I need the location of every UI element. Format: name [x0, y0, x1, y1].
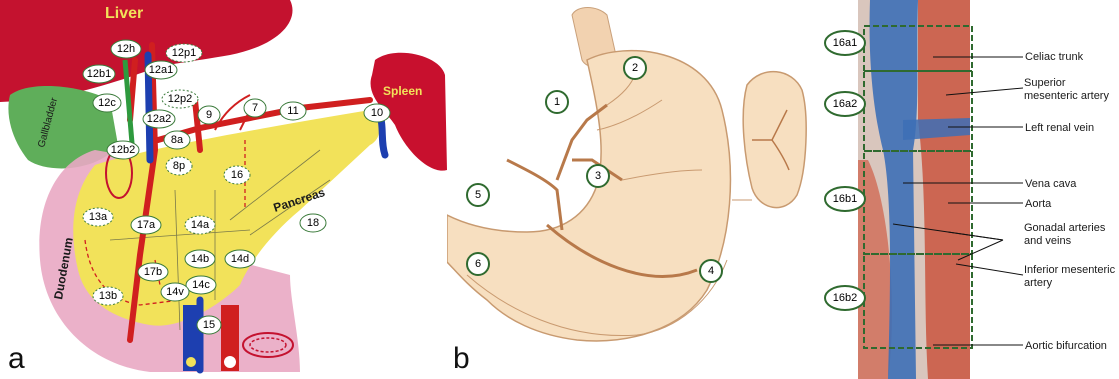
svg-text:17b: 17b [144, 266, 162, 278]
station-9: 9 [198, 106, 220, 124]
station-b-3: 3 [587, 165, 609, 187]
label-gonadal-arteries-veins: Gonadal arteries and veins [1024, 222, 1119, 248]
svg-text:14v: 14v [166, 286, 184, 298]
label-superior-mesenteric-artery: Superior mesenteric artery [1024, 77, 1119, 103]
station-10: 10 [364, 104, 390, 122]
station-b-6: 6 [467, 253, 489, 275]
station-14v: 14v [161, 283, 189, 301]
svg-text:2: 2 [632, 62, 638, 74]
station-b-2: 2 [624, 57, 646, 79]
svg-text:1: 1 [554, 96, 560, 108]
svg-text:12b2: 12b2 [111, 144, 135, 156]
station-12p2: 12p2 [162, 90, 198, 108]
svg-text:9: 9 [206, 109, 212, 121]
label-sma-wrap: Superior mesenteric artery [1024, 77, 1119, 111]
svg-text:13b: 13b [99, 290, 117, 302]
svg-text:16a1: 16a1 [833, 37, 857, 49]
station-17b: 17b [138, 263, 168, 281]
label-left-renal-vein: Left renal vein [1025, 122, 1094, 134]
label-inferior-mesenteric-artery: Inferior mesenteric artery [1024, 264, 1119, 290]
svg-text:14c: 14c [192, 279, 210, 291]
svg-text:17a: 17a [137, 219, 156, 231]
station-12p1: 12p1 [166, 44, 202, 62]
svg-text:3: 3 [595, 170, 601, 182]
svg-text:5: 5 [475, 189, 481, 201]
panel-b-letter: b [453, 342, 470, 375]
station-7: 7 [244, 99, 266, 117]
panel-a-pancreas-diagram: Liver Spleen Gallbladder Duodenum Pancre… [0, 0, 447, 379]
vessel-section-1 [185, 356, 197, 368]
label-aortic-bifurcation: Aortic bifurcation [1025, 340, 1107, 352]
svg-text:12a2: 12a2 [147, 113, 171, 125]
station-12b1: 12b1 [83, 65, 115, 83]
svg-text:12c: 12c [98, 97, 116, 109]
station-12a1: 12a1 [145, 61, 177, 79]
station-12b2: 12b2 [107, 141, 139, 159]
station-13a: 13a [83, 208, 113, 226]
station-8a: 8a [164, 131, 190, 149]
svg-text:8p: 8p [173, 160, 185, 172]
station-b-1: 1 [546, 91, 568, 113]
panel-b-svg: 1 2 3 4 5 6 b [447, 0, 807, 379]
station-12a2: 12a2 [143, 110, 175, 128]
station-16b2: 16b2 [825, 286, 865, 310]
svg-text:15: 15 [203, 319, 215, 331]
svg-text:16b1: 16b1 [833, 193, 857, 205]
svg-text:8a: 8a [171, 134, 184, 146]
svg-text:14a: 14a [191, 219, 210, 231]
station-12c: 12c [93, 94, 121, 112]
label-gonadal-wrap: Gonadal arteries and veins [1024, 222, 1119, 256]
station-15: 15 [197, 316, 221, 334]
station-14b: 14b [185, 250, 215, 268]
station-14d: 14d [225, 250, 255, 268]
svg-text:13a: 13a [89, 211, 108, 223]
station-8p: 8p [166, 157, 192, 175]
panel-a-letter: a [8, 342, 25, 375]
station-16a2: 16a2 [825, 92, 865, 116]
svg-text:12a1: 12a1 [149, 64, 173, 76]
panel-c-paraaortic-diagram: 16a1 16a2 16b1 16b2 Celiac trunk Superio… [808, 0, 1119, 379]
station-16: 16 [224, 166, 250, 184]
station-16b1: 16b1 [825, 187, 865, 211]
label-vena-cava: Vena cava [1025, 178, 1077, 190]
station-b-4: 4 [700, 260, 722, 282]
svg-text:16b2: 16b2 [833, 292, 857, 304]
vessel-section-2 [223, 355, 237, 369]
svg-text:12p1: 12p1 [172, 47, 196, 59]
liver-label: Liver [105, 5, 143, 22]
station-b-5: 5 [467, 184, 489, 206]
svg-text:4: 4 [708, 265, 714, 277]
svg-text:16: 16 [231, 169, 243, 181]
station-12h: 12h [111, 40, 141, 58]
svg-text:18: 18 [307, 217, 319, 229]
station-16a1: 16a1 [825, 31, 865, 55]
station-18: 18 [300, 214, 326, 232]
svg-text:6: 6 [475, 258, 481, 270]
station-11: 11 [280, 102, 306, 120]
svg-text:12p2: 12p2 [168, 93, 192, 105]
station-13b: 13b [93, 287, 123, 305]
svg-text:16a2: 16a2 [833, 98, 857, 110]
svg-text:7: 7 [252, 102, 258, 114]
label-celiac-trunk: Celiac trunk [1025, 51, 1084, 63]
panel-a-svg: Liver Spleen Gallbladder Duodenum Pancre… [0, 0, 447, 379]
station-14a: 14a [185, 216, 215, 234]
svg-text:12h: 12h [117, 43, 135, 55]
spleen-label: Spleen [383, 84, 422, 98]
svg-text:11: 11 [287, 105, 298, 117]
svg-text:10: 10 [371, 107, 383, 119]
station-17a: 17a [131, 216, 161, 234]
station-14c: 14c [186, 276, 216, 294]
label-ima-wrap: Inferior mesenteric artery [1024, 264, 1119, 298]
panel-b-stomach-diagram: 1 2 3 4 5 6 b [447, 0, 807, 379]
panel-c-svg: 16a1 16a2 16b1 16b2 Celiac trunk Superio… [808, 0, 1119, 379]
svg-text:12b1: 12b1 [87, 68, 111, 80]
label-aorta: Aorta [1025, 198, 1052, 210]
svg-text:14d: 14d [231, 253, 249, 265]
svg-text:14b: 14b [191, 253, 209, 265]
